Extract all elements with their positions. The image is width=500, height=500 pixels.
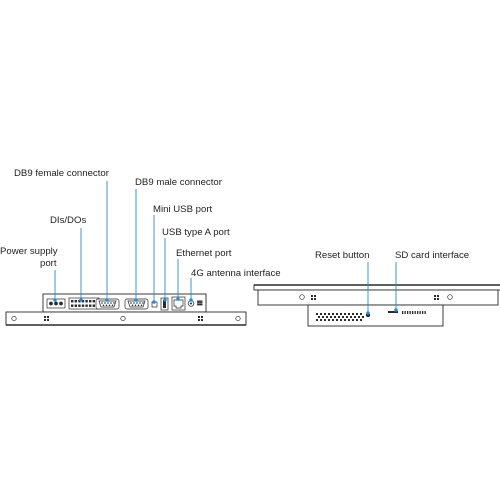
bezel-screw-icon bbox=[299, 294, 305, 300]
vent-grille bbox=[316, 313, 364, 321]
label-dis-dos: DIs/DOs bbox=[50, 215, 86, 226]
bezel-screw-icon bbox=[447, 294, 453, 300]
power-terminal bbox=[46, 298, 66, 309]
left-bezel bbox=[5, 311, 247, 326]
label-db9-female: DB9 female connector bbox=[14, 168, 110, 179]
right-callouts bbox=[366, 262, 398, 315]
vent-icon bbox=[44, 316, 49, 321]
left-bezel-details bbox=[11, 315, 241, 322]
right-device bbox=[253, 284, 500, 327]
bezel-screw-icon bbox=[120, 315, 126, 322]
db9-female-port bbox=[95, 298, 120, 310]
usb-a-port bbox=[160, 297, 169, 311]
label-power-port: port bbox=[40, 258, 57, 269]
sd-card-contacts bbox=[402, 311, 426, 314]
label-mini-usb: Mini USB port bbox=[153, 204, 213, 215]
sd-card-slot bbox=[388, 311, 398, 313]
label-sd-card: SD card interface bbox=[395, 250, 469, 261]
label-4g-antenna: 4G antenna interface bbox=[191, 268, 281, 279]
left-ports: ≡ bbox=[46, 296, 203, 311]
bezel-screw-icon bbox=[235, 315, 241, 322]
left-labels: DB9 female connector DB9 male connector … bbox=[0, 168, 281, 279]
right-labels: Reset button SD card interface bbox=[315, 250, 469, 261]
label-usb-a: USB type A port bbox=[162, 227, 230, 238]
db9-male-port bbox=[124, 298, 149, 310]
bezel-screw-icon bbox=[11, 315, 17, 322]
label-reset-button: Reset button bbox=[315, 250, 369, 261]
right-bezel bbox=[257, 289, 499, 306]
left-device bbox=[5, 293, 247, 326]
right-top-rim bbox=[253, 284, 500, 291]
label-power-supply: Power supply bbox=[0, 246, 58, 257]
ethernet-port bbox=[171, 296, 186, 311]
right-housing bbox=[307, 304, 444, 327]
label-db9-male: DB9 male connector bbox=[135, 177, 223, 188]
antenna-symbol: ≡ bbox=[197, 298, 203, 309]
vent-icon bbox=[311, 295, 316, 300]
dido-terminal bbox=[68, 297, 100, 310]
vent-icon bbox=[434, 295, 439, 300]
vent-icon bbox=[198, 316, 203, 321]
left-callouts bbox=[53, 181, 193, 304]
label-ethernet: Ethernet port bbox=[176, 248, 232, 259]
